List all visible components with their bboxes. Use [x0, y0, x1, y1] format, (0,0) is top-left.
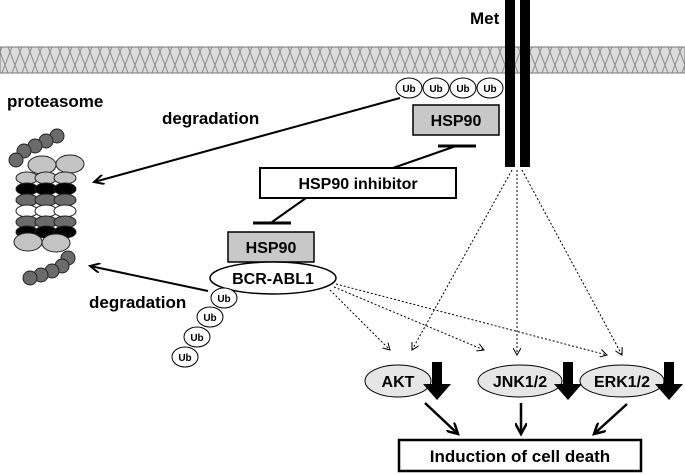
- ubiquitin-node: [476, 77, 504, 99]
- ubiquitin-node: [210, 287, 238, 309]
- hsp90-membrane-box: [412, 104, 500, 136]
- ubiquitin-label: Ub: [190, 333, 203, 344]
- proteasome-icon: [8, 128, 85, 286]
- met-label: Met: [470, 9, 500, 28]
- proteasome-label: proteasome: [7, 92, 103, 111]
- ubiquitin-label: Ub: [178, 353, 191, 364]
- met-receptor-bar-left: [505, 0, 515, 167]
- degradation-arrow-bottom: [90, 266, 209, 292]
- membrane-ubiquitin-row: Ub Ub Ub Ub: [395, 77, 504, 99]
- ubiquitin-label: Ub: [203, 313, 216, 324]
- bcr-abl1-label: BCR-ABL1: [232, 271, 314, 288]
- cell-membrane: [0, 46, 685, 74]
- jnk-down-arrow-icon: [554, 362, 582, 400]
- cell-death-label: Induction of cell death: [430, 447, 610, 466]
- hsp90-inhibitor-box: [259, 167, 457, 199]
- akt-node: [364, 364, 432, 398]
- ubiquitin-node: [449, 77, 477, 99]
- akt-down-arrow-icon: [423, 362, 451, 400]
- ubiquitin-node: [395, 77, 423, 99]
- bcr-abl1-ubiquitin-chain: Ub Ub Ub Ub: [171, 287, 238, 368]
- erk-to-outcome-arrow: [594, 403, 628, 434]
- akt-to-outcome-arrow: [424, 402, 458, 434]
- ubiquitin-label: Ub: [402, 84, 415, 95]
- ubiquitin-label: Ub: [217, 294, 230, 305]
- jnk-node: [477, 364, 563, 398]
- inhibition-line-top: [392, 145, 457, 169]
- met-receptor-bar-right: [520, 0, 530, 167]
- bcr-abl1-node: [209, 261, 337, 295]
- degradation-arrow-top: [94, 97, 401, 182]
- hsp90-cytosolic-box: [227, 231, 315, 263]
- ubiquitin-label: Ub: [456, 84, 469, 95]
- cell-death-box: [397, 438, 643, 473]
- hsp90-membrane-label: HSP90: [431, 113, 482, 130]
- erk-down-arrow-icon: [655, 362, 683, 400]
- ubiquitin-node: [183, 326, 211, 348]
- degradation-label-top: degradation: [162, 109, 259, 128]
- akt-label: AKT: [382, 374, 415, 391]
- erk-label: ERK1/2: [594, 374, 650, 391]
- met-signaling-arrows: [412, 169, 622, 355]
- hsp90-cytosolic-label: HSP90: [246, 240, 297, 257]
- bcr-abl1-signaling-arrows: [329, 283, 607, 355]
- ubiquitin-node: [422, 77, 450, 99]
- hsp90-inhibitor-label: HSP90 inhibitor: [298, 176, 417, 193]
- ubiquitin-label: Ub: [483, 84, 496, 95]
- inhibition-line-bottom: [271, 197, 307, 223]
- ubiquitin-node: [196, 306, 224, 328]
- ubiquitin-node: [171, 346, 199, 368]
- degradation-label-bottom: degradation: [89, 293, 186, 312]
- jnk-label: JNK1/2: [493, 374, 547, 391]
- ubiquitin-label: Ub: [429, 84, 442, 95]
